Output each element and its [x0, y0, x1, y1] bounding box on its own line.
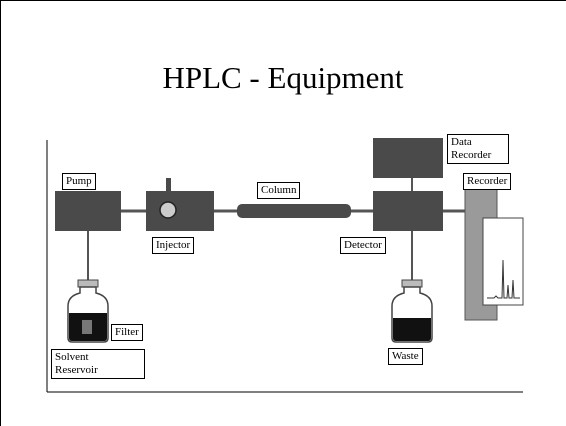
slide-border-top [0, 0, 566, 1]
injector-box [146, 191, 214, 231]
injector-stem [166, 178, 171, 202]
label-waste: Waste [388, 348, 423, 365]
slide-border-left [0, 0, 1, 426]
label-data-recorder: Data Recorder [447, 134, 509, 164]
data-recorder-box [373, 138, 443, 178]
label-detector: Detector [340, 237, 386, 254]
pump-box [55, 191, 121, 231]
label-data-recorder-line2: Recorder [451, 149, 492, 161]
waste-cap [401, 279, 423, 288]
label-data-recorder-line1: Data [451, 136, 472, 148]
slide-title: HPLC - Equipment [162, 60, 404, 95]
label-injector: Injector [152, 237, 195, 254]
label-solvent-reservoir: Solvent Reservoir [51, 349, 145, 379]
label-solvent-reservoir-line2: Reservoir [55, 364, 98, 376]
label-column: Column [257, 182, 301, 199]
filter-element [82, 320, 92, 334]
column-tube [237, 204, 351, 218]
label-recorder: Recorder [463, 173, 512, 190]
label-solvent-reservoir-line1: Solvent [55, 351, 89, 363]
reservoir-cap [77, 279, 99, 288]
waste-liquid [393, 318, 431, 341]
label-pump: Pump [62, 173, 96, 190]
detector-box [373, 191, 443, 231]
label-filter: Filter [111, 324, 143, 341]
injector-port [159, 201, 177, 219]
recorder-trace [487, 259, 520, 299]
